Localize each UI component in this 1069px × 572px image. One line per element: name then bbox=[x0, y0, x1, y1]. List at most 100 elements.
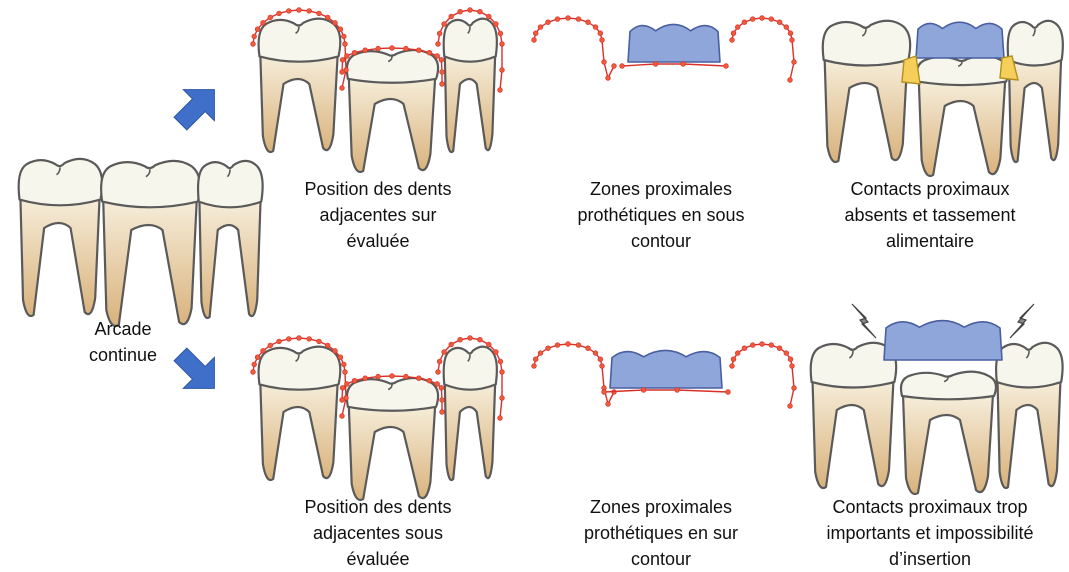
tooth-root bbox=[103, 199, 197, 326]
contour-point bbox=[297, 8, 302, 13]
tooth bbox=[811, 343, 897, 488]
contour-point bbox=[286, 9, 291, 14]
contour-point bbox=[449, 14, 454, 19]
panel-top-1 bbox=[251, 8, 505, 172]
contour-point bbox=[555, 343, 560, 348]
contour-point bbox=[555, 17, 560, 22]
contour-point bbox=[440, 410, 445, 415]
contour-point bbox=[440, 70, 445, 75]
caption-line: contour bbox=[546, 546, 776, 572]
contour-point bbox=[600, 364, 605, 369]
tooth-crown bbox=[444, 347, 497, 390]
contour-point bbox=[788, 357, 793, 362]
contour-point bbox=[363, 48, 368, 53]
contour-point bbox=[498, 88, 503, 93]
tooth-crown bbox=[917, 56, 1008, 85]
caption-line: contour bbox=[546, 228, 776, 254]
panel-top-2 bbox=[532, 16, 797, 83]
food-impaction-left bbox=[902, 56, 920, 84]
continuous-arch-illustration bbox=[19, 159, 263, 326]
contour-point bbox=[427, 378, 432, 383]
contour-point bbox=[760, 342, 765, 347]
tooth-crown bbox=[101, 161, 200, 207]
caption-top-2: Zones proximales prothétiques en sous co… bbox=[546, 176, 776, 254]
continuous-arch-label-line-1: Arcade bbox=[58, 316, 188, 342]
contour-point bbox=[286, 337, 291, 342]
contour-point bbox=[566, 342, 571, 347]
contour-point bbox=[363, 376, 368, 381]
contour-point bbox=[340, 70, 345, 75]
tooth-root bbox=[20, 197, 99, 316]
tooth-right bbox=[198, 161, 263, 318]
contour-point bbox=[777, 20, 782, 25]
caption-line: évaluée bbox=[268, 546, 488, 572]
tooth-crown bbox=[1008, 21, 1063, 66]
contour-point bbox=[344, 382, 349, 387]
contour-point bbox=[498, 416, 503, 421]
contour-right-outline bbox=[730, 342, 797, 409]
caption-line: évaluée bbox=[268, 228, 488, 254]
contour-point bbox=[675, 388, 680, 393]
tooth bbox=[823, 21, 910, 162]
tooth-root bbox=[445, 382, 495, 480]
contour-point bbox=[416, 48, 421, 53]
tooth-root bbox=[349, 405, 435, 500]
contour-point bbox=[340, 385, 345, 390]
panel-bottom-3 bbox=[811, 304, 1063, 494]
tooth bbox=[901, 372, 996, 494]
tooth-crown bbox=[198, 161, 263, 207]
contour-point bbox=[792, 386, 797, 391]
panel-bottom-2 bbox=[532, 342, 797, 409]
tooth bbox=[917, 56, 1008, 176]
contour-point bbox=[602, 60, 607, 65]
caption-line: prothétiques en sous bbox=[546, 202, 776, 228]
tooth bbox=[259, 19, 341, 152]
caption-line: Contacts proximaux bbox=[810, 176, 1050, 202]
caption-line: prothétiques en sur bbox=[546, 520, 776, 546]
contour-point bbox=[486, 342, 491, 347]
contour-point bbox=[340, 414, 345, 419]
contour-point bbox=[606, 76, 611, 81]
contour-point bbox=[792, 60, 797, 65]
tooth-root bbox=[919, 80, 1005, 176]
contour-point bbox=[255, 27, 260, 32]
contour-point bbox=[498, 31, 503, 36]
contour-point bbox=[586, 346, 591, 351]
contour-right-outline bbox=[730, 16, 797, 83]
contour-point bbox=[532, 364, 537, 369]
contour-line bbox=[622, 64, 726, 66]
contour-point bbox=[731, 357, 736, 362]
contour-point bbox=[532, 38, 537, 43]
continuous-arch-label: Arcade continue bbox=[58, 316, 188, 368]
contour-point bbox=[750, 17, 755, 22]
tooth-root bbox=[199, 199, 260, 318]
contour-point bbox=[538, 25, 543, 30]
contour-point bbox=[576, 17, 581, 22]
contour-point bbox=[325, 343, 330, 348]
contour-point bbox=[593, 25, 598, 30]
contour-point bbox=[724, 64, 729, 69]
contour-point bbox=[390, 46, 395, 51]
contour-point bbox=[341, 34, 346, 39]
contour-point bbox=[784, 25, 789, 30]
caption-line: Position des dents bbox=[268, 494, 488, 520]
contour-point bbox=[500, 42, 505, 47]
tooth-crown bbox=[823, 21, 910, 66]
contour-point bbox=[404, 374, 409, 379]
contour-point bbox=[458, 337, 463, 342]
lightning-right-icon bbox=[1010, 304, 1034, 338]
lightning-left-icon bbox=[852, 304, 876, 338]
contour-point bbox=[788, 404, 793, 409]
contour-point bbox=[439, 385, 444, 390]
contour-point bbox=[437, 31, 442, 36]
caption-line: adjacentes sous bbox=[268, 520, 488, 546]
contour-point bbox=[494, 350, 499, 355]
tooth-root bbox=[260, 382, 337, 480]
contour-point bbox=[533, 357, 538, 362]
tooth-crown bbox=[259, 347, 341, 390]
contour-point bbox=[435, 382, 440, 387]
tooth-root bbox=[825, 58, 908, 163]
caption-line: Zones proximales bbox=[546, 176, 776, 202]
contour-point bbox=[788, 78, 793, 83]
